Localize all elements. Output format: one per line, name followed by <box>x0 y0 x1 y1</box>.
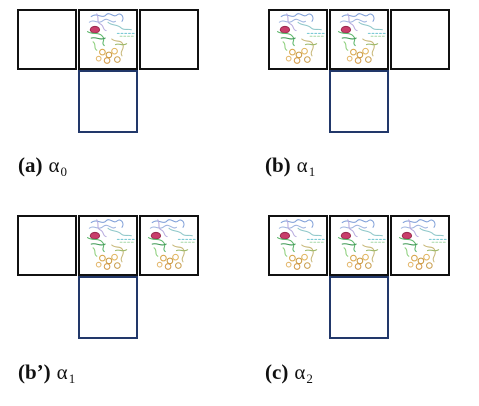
panel-2 <box>17 215 217 395</box>
grid-cell-top-1 <box>329 9 389 70</box>
grid-cell-top-1 <box>78 215 138 276</box>
caption-subscript: 1 <box>68 371 76 386</box>
panel-1 <box>268 9 468 189</box>
grid-cell-bottom <box>329 276 389 339</box>
caption-tag: (a) <box>18 153 43 177</box>
panel-caption: (c)α2 <box>265 360 313 387</box>
grid-cell-bottom <box>329 70 389 133</box>
protein-structure-icon <box>337 219 386 270</box>
panel-caption: (b)α1 <box>265 153 315 180</box>
protein-structure-icon <box>86 219 135 270</box>
grid-cell-top-2 <box>139 9 199 70</box>
grid-cell-top-0 <box>17 9 77 70</box>
grid-cell-bottom <box>78 276 138 339</box>
protein-structure-icon <box>86 13 135 64</box>
caption-tag: (b) <box>265 153 291 177</box>
caption-symbol: α <box>56 360 68 384</box>
grid-cell-top-0 <box>17 215 77 276</box>
protein-structure-icon <box>147 219 196 270</box>
caption-symbol: α <box>296 153 308 177</box>
panel-3 <box>268 215 468 395</box>
grid-cell-top-1 <box>78 9 138 70</box>
panel-caption: (b’)α1 <box>18 360 75 387</box>
grid-cell-top-1 <box>329 215 389 276</box>
protein-structure-icon <box>398 219 447 270</box>
grid-cell-top-2 <box>390 9 450 70</box>
caption-symbol: α <box>294 360 306 384</box>
grid-cell-top-2 <box>390 215 450 276</box>
panel-caption: (a)α0 <box>18 153 67 180</box>
grid-cell-top-2 <box>139 215 199 276</box>
caption-tag: (c) <box>265 360 289 384</box>
caption-symbol: α <box>48 153 60 177</box>
caption-subscript: 0 <box>60 164 68 179</box>
caption-subscript: 1 <box>308 164 316 179</box>
panel-0 <box>17 9 217 189</box>
grid-cell-top-0 <box>268 215 328 276</box>
grid-cell-top-0 <box>268 9 328 70</box>
protein-structure-icon <box>276 13 325 64</box>
caption-subscript: 2 <box>306 371 313 386</box>
protein-structure-icon <box>276 219 325 270</box>
caption-tag: (b’) <box>18 360 51 384</box>
protein-structure-icon <box>337 13 386 64</box>
grid-cell-bottom <box>78 70 138 133</box>
